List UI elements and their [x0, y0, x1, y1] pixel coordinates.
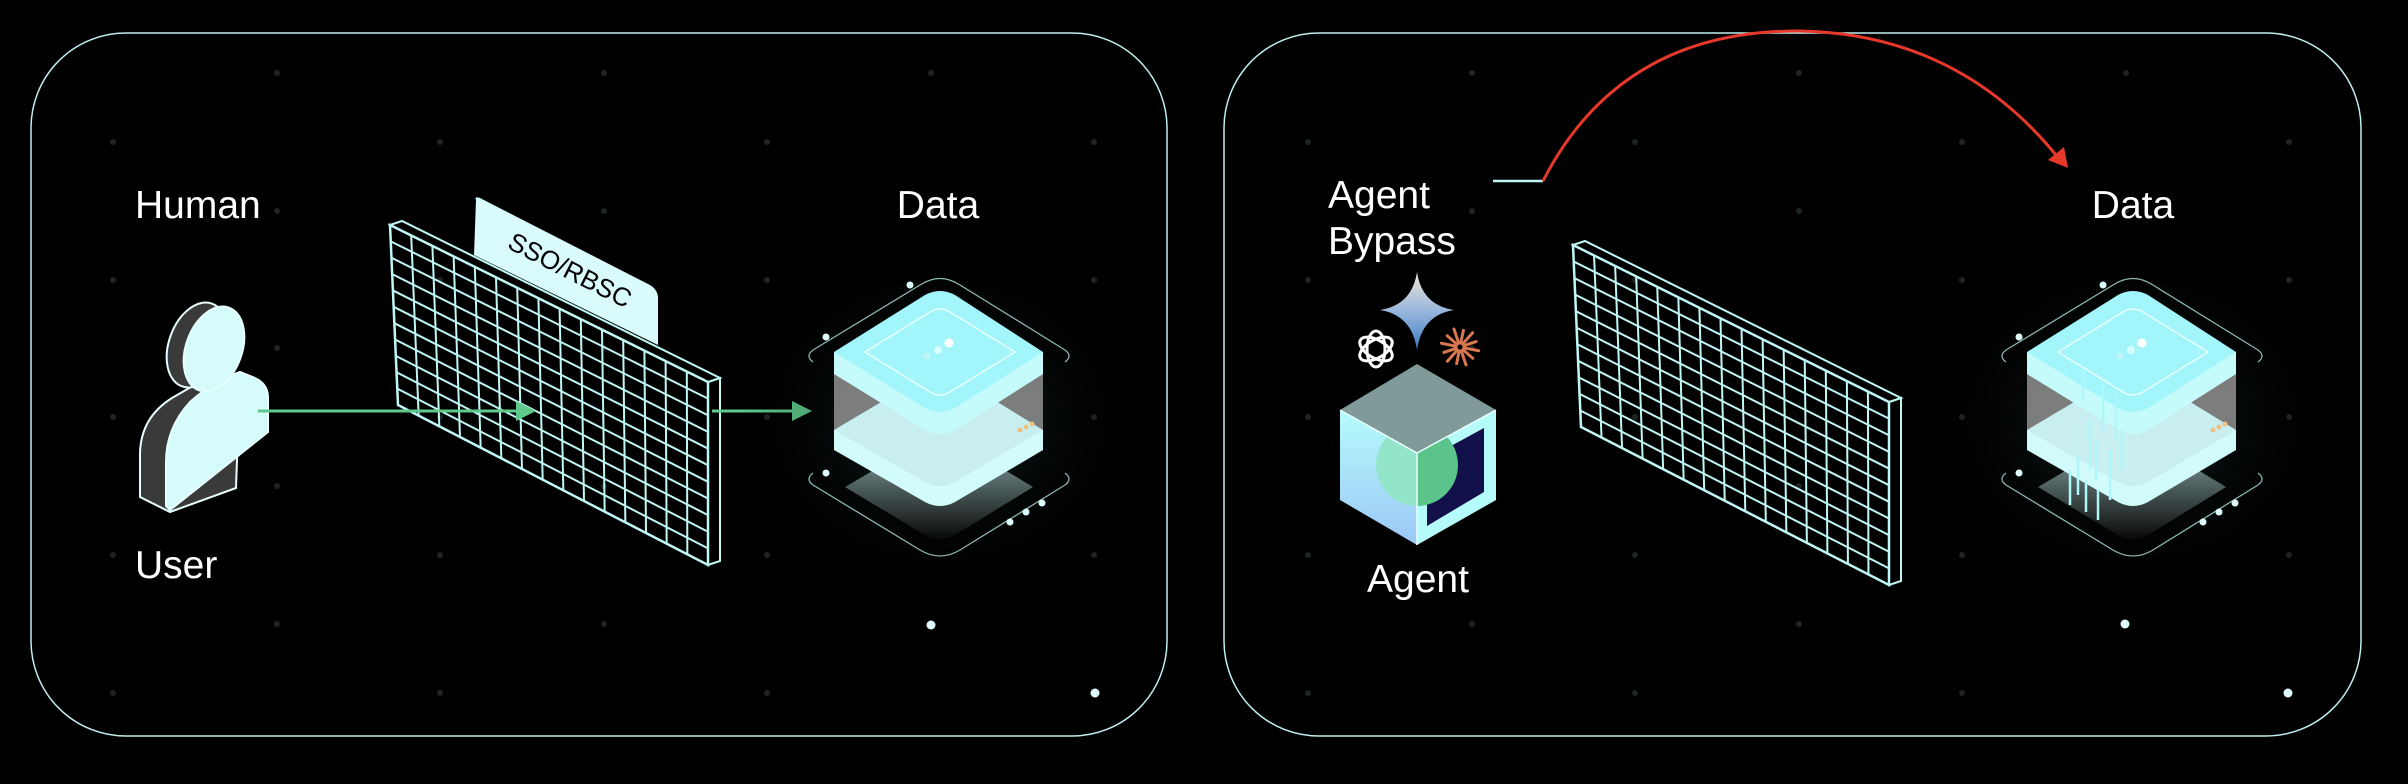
background-dot	[601, 621, 607, 627]
background-dot	[1091, 277, 1097, 283]
background-dot	[2286, 139, 2292, 145]
background-dot	[437, 552, 443, 558]
background-dot	[1091, 552, 1097, 558]
background-dot	[764, 690, 770, 696]
background-dot	[1959, 690, 1965, 696]
database-stack-icon	[1932, 249, 2334, 591]
background-dot	[110, 277, 116, 283]
background-dot	[1305, 690, 1311, 696]
arrow-right-icon	[258, 401, 812, 421]
background-dot	[764, 552, 770, 558]
data-label: Data	[2092, 184, 2175, 227]
background-dot	[437, 139, 443, 145]
background-dot	[437, 690, 443, 696]
background-dot	[1091, 139, 1097, 145]
agent-label: Agent	[1367, 558, 1469, 601]
background-dot	[1796, 621, 1802, 627]
background-dot	[601, 208, 607, 214]
firewall-grid-icon	[387, 219, 723, 568]
background-dot	[1796, 70, 1802, 76]
background-dot	[274, 70, 280, 76]
background-dot	[1632, 414, 1638, 420]
left-panel: Human Data User SSO/RBSC	[30, 32, 1168, 737]
agent-cube-icon	[1339, 364, 1497, 545]
background-dot	[2123, 70, 2129, 76]
background-dot	[110, 139, 116, 145]
background-dot	[764, 139, 770, 145]
background-dot	[1305, 414, 1311, 420]
background-dot	[1632, 690, 1638, 696]
data-label: Data	[897, 184, 980, 227]
background-dot	[1959, 139, 1965, 145]
database-stack-icon	[739, 249, 1141, 591]
bright-dot	[1090, 688, 1100, 698]
firewall-grid-icon	[1570, 239, 1904, 588]
background-dot	[928, 70, 934, 76]
background-dot	[1469, 621, 1475, 627]
agent-bypass-label-line1: Agent	[1328, 174, 1430, 217]
background-dot	[2286, 277, 2292, 283]
background-dot	[1632, 139, 1638, 145]
right-panel-border	[1223, 32, 2362, 737]
background-dot	[274, 621, 280, 627]
background-dot	[1469, 208, 1475, 214]
background-dot	[2123, 208, 2129, 214]
background-dot	[2286, 552, 2292, 558]
user-icon	[139, 301, 269, 514]
curved-arrow-icon	[1493, 29, 2068, 183]
bright-dot	[2283, 688, 2293, 698]
background-dot	[274, 208, 280, 214]
user-label: User	[135, 544, 217, 587]
openai-logo-icon	[1358, 329, 1394, 369]
background-dot	[1796, 208, 1802, 214]
data-leak-lines	[2068, 370, 2124, 520]
background-dot	[274, 483, 280, 489]
background-dot	[928, 208, 934, 214]
background-dot	[601, 70, 607, 76]
gemini-sparkle-icon	[1380, 272, 1454, 350]
background-dot	[1305, 139, 1311, 145]
background-dot	[110, 552, 116, 558]
bright-dot	[2120, 619, 2130, 629]
claude-burst-icon	[1439, 327, 1481, 367]
background-dot	[764, 277, 770, 283]
background-dot	[1959, 552, 1965, 558]
background-dot	[1632, 552, 1638, 558]
background-dot	[1305, 552, 1311, 558]
background-dot	[110, 690, 116, 696]
right-panel: Agent Bypass Data Agent	[1223, 29, 2362, 737]
bright-dot	[926, 620, 936, 630]
background-dot	[274, 345, 280, 351]
background-dot	[110, 414, 116, 420]
left-panel-border	[30, 32, 1168, 737]
background-dot	[1469, 70, 1475, 76]
background-dot	[1959, 277, 1965, 283]
background-dot	[1305, 277, 1311, 283]
human-label: Human	[135, 184, 261, 227]
agent-bypass-label-line2: Bypass	[1328, 220, 1456, 263]
